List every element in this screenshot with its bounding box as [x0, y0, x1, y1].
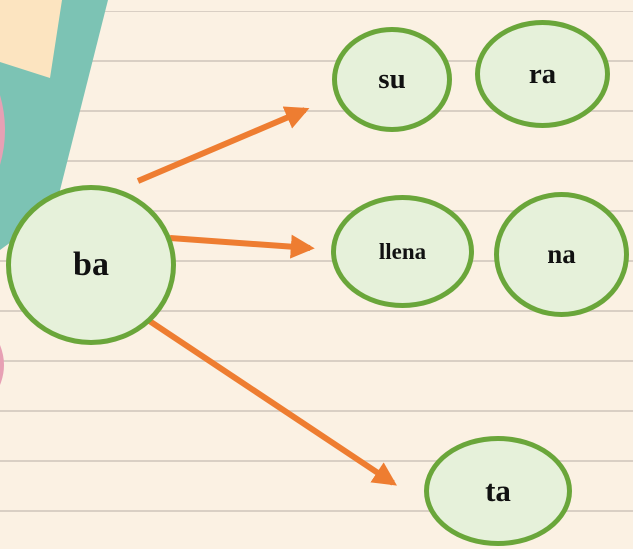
node-ta: ta [424, 436, 572, 546]
node-na-label: na [547, 239, 576, 269]
decor-leaf-top [0, 95, 5, 165]
arrow-ba-to-llena [169, 234, 315, 259]
node-su-label: su [378, 63, 406, 95]
decor-paper-card [0, 0, 62, 78]
node-llena: llena [331, 195, 474, 308]
decor-leaf-bottom [0, 345, 4, 385]
node-ra-label: ra [528, 57, 557, 90]
node-ba-label: ba [73, 246, 109, 283]
arrow-ba-to-ta [146, 317, 397, 486]
node-ra: ra [475, 20, 610, 128]
node-su: su [332, 27, 452, 132]
node-llena-label: llena [378, 238, 427, 264]
arrow-ba-to-su [136, 106, 310, 184]
node-ba: ba [6, 185, 176, 345]
node-na: na [494, 192, 629, 317]
node-ta-label: ta [485, 473, 511, 508]
